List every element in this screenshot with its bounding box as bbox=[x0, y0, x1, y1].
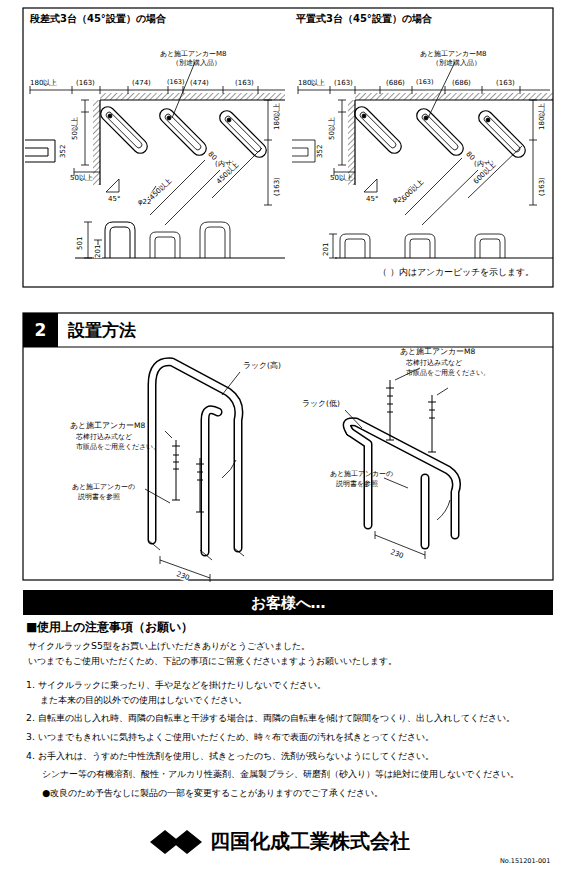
label-text: あと施工アンカーM8 bbox=[400, 348, 475, 357]
label-text: 2. 自転車の出し入れ時、両隣の自転車と干渉する場合は、両隣の自転車を傾けて隙間… bbox=[26, 713, 515, 724]
label-text: 段差式3台（45°設置）の場合 bbox=[30, 13, 166, 25]
panel-frame bbox=[23, 8, 553, 287]
label-text: 600以上 bbox=[400, 178, 425, 203]
label-text: No.151201-001 bbox=[500, 858, 550, 865]
label-text: (163) bbox=[538, 177, 546, 196]
notice-band: お客様へ… bbox=[23, 590, 553, 615]
label-text: また本来の目的以外での使用はしないでください。 bbox=[40, 695, 247, 706]
label-text: サイクルラックS5型をお買い上げいただきありがとうございました。 bbox=[28, 641, 310, 652]
label-text: (474) bbox=[132, 79, 151, 87]
section-frame bbox=[23, 313, 553, 580]
label-text: 180以上 bbox=[273, 103, 281, 130]
section-header: 2設置方法 bbox=[23, 313, 553, 347]
company-logo bbox=[150, 830, 202, 854]
label-text: 50以上 bbox=[328, 117, 336, 140]
label-text: (163) bbox=[416, 79, 433, 86]
label-text: 230 bbox=[389, 548, 404, 560]
label-text: (686) bbox=[386, 79, 405, 87]
label-text: (163) bbox=[167, 79, 184, 86]
label-text: 450以上 bbox=[148, 177, 173, 202]
label-text: (163) bbox=[76, 79, 95, 87]
label-text: （別途購入品） bbox=[432, 59, 481, 67]
label-text: いつまでもご使用いただくため、下記の事項にご留意くださいますようお願いいたします… bbox=[28, 656, 397, 667]
label-text: あと施工アンカーM8 bbox=[160, 50, 227, 58]
label-text: 1. サイクルラックに乗ったり、手や足などを掛けたりしないでください。 bbox=[26, 680, 326, 691]
label-text: 芯棒打込み式など bbox=[76, 433, 132, 441]
label-text: 芯棒打込み式など bbox=[406, 359, 462, 367]
label-text: 3. いつまでもきれいに気持ちよくご使用いただくため、時々布で表面の汚れを拭きと… bbox=[26, 732, 434, 743]
label-text: あと施工アンカーの bbox=[72, 483, 135, 491]
label-text: ■使用上の注意事項（お願い） bbox=[26, 621, 193, 635]
label-text: 230 bbox=[175, 570, 190, 582]
label-text: 201 bbox=[322, 243, 330, 256]
label-text: 501 bbox=[76, 237, 84, 250]
label-text: ラック(低) bbox=[302, 400, 340, 409]
label-text: 平置式3台（45°設置）の場合 bbox=[296, 13, 432, 25]
label-text: 352 bbox=[316, 145, 324, 158]
label-text: 50以上 bbox=[71, 117, 79, 140]
label-text: 352 bbox=[59, 145, 67, 158]
label-text: (163) bbox=[235, 79, 254, 87]
label-text: 四国化成工業株式会社 bbox=[210, 830, 410, 853]
label-text: あと施工アンカーM8 bbox=[70, 422, 145, 431]
label-text: 180以上 bbox=[538, 103, 546, 130]
label-text: （ ）内はアンカーピッチを示します。 bbox=[378, 268, 534, 278]
label-text: あと施工アンカーの bbox=[330, 470, 393, 478]
label-text: 説明書を参照 bbox=[336, 480, 378, 488]
label-text: (474) bbox=[190, 79, 209, 87]
label-text: 45° bbox=[366, 195, 378, 203]
label-text: 45° bbox=[108, 195, 120, 203]
label-text: 説明書を参照 bbox=[78, 493, 120, 501]
label-text: (163) bbox=[273, 177, 281, 196]
label-text: 180以上 bbox=[298, 79, 325, 87]
label-text: シンナー等の有機溶剤、酸性・アルカリ性薬剤、金属製ブラシ、研磨剤（砂入り）等は絶… bbox=[42, 769, 519, 780]
rack-high bbox=[145, 362, 244, 582]
label-text: ラック(高) bbox=[243, 362, 281, 371]
section-number: 2 bbox=[23, 313, 58, 347]
step-type-plan bbox=[25, 62, 285, 258]
label-text: （別途購入品） bbox=[172, 59, 221, 67]
label-text: 4. お手入れは、うすめた中性洗剤を使用し、拭きとったのち、洗剤が残らないように… bbox=[26, 751, 434, 762]
label-text: ●改良のため予告なしに製品の一部を変更することがありますのでご了承ください。 bbox=[42, 788, 383, 799]
label-text: あと施工アンカーM8 bbox=[420, 50, 487, 58]
label-text: 市販品をご用意ください。 bbox=[76, 443, 160, 451]
label-text: 180以上 bbox=[30, 79, 57, 87]
label-text: φ22 bbox=[138, 198, 152, 206]
flat-type-plan bbox=[292, 62, 553, 258]
label-text: 201 bbox=[94, 245, 102, 258]
label-text: (163) bbox=[334, 79, 353, 87]
rack-low bbox=[345, 368, 456, 559]
section-title: 設置方法 bbox=[58, 320, 146, 340]
label-text: (163) bbox=[496, 79, 515, 87]
label-text: 50以上 bbox=[330, 174, 353, 182]
label-text: (686) bbox=[452, 79, 471, 87]
label-text: 市販品をご用意ください。 bbox=[406, 369, 490, 377]
label-text: 50以上 bbox=[70, 174, 93, 182]
band-title: お客様へ… bbox=[241, 594, 336, 612]
